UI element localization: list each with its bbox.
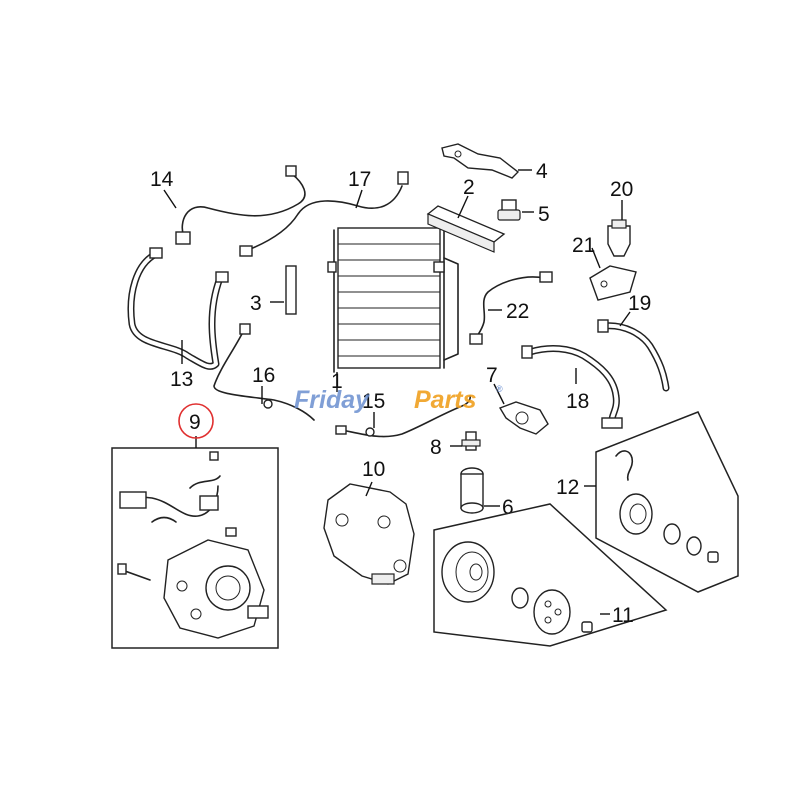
seal-strip bbox=[426, 205, 506, 253]
sensor-20 bbox=[607, 219, 631, 257]
watermark-mark: ® bbox=[496, 384, 503, 394]
hose-19 bbox=[597, 319, 670, 392]
callout-4: 4 bbox=[536, 160, 548, 183]
watermark-part1: Friday bbox=[294, 386, 370, 414]
callout-20: 20 bbox=[610, 178, 633, 201]
hose-13 bbox=[127, 247, 229, 370]
callout-10: 10 bbox=[362, 458, 385, 481]
watermark-part2: Parts bbox=[414, 386, 477, 414]
clutch-assembly-box bbox=[433, 503, 668, 647]
pipe-15 bbox=[335, 395, 471, 438]
callout-17: 17 bbox=[348, 168, 371, 191]
callout-9: 9 bbox=[189, 411, 201, 434]
highlight-circle-9 bbox=[178, 403, 214, 439]
compressor-bracket bbox=[323, 483, 415, 585]
valve-7 bbox=[498, 401, 549, 435]
callout-13: 13 bbox=[170, 368, 193, 391]
wire-harness-17 bbox=[239, 171, 409, 257]
callout-19: 19 bbox=[628, 292, 651, 315]
condenser bbox=[327, 225, 459, 373]
pipe-22 bbox=[469, 271, 553, 345]
watermark-logo: Friday Parts ® bbox=[294, 384, 503, 414]
cushion-rod bbox=[285, 265, 297, 315]
pipe-16 bbox=[213, 323, 315, 421]
callout-11: 11 bbox=[612, 604, 634, 627]
wire-harness-14 bbox=[175, 165, 306, 245]
callout-15: 15 bbox=[362, 390, 385, 413]
pressure-switch bbox=[461, 431, 481, 451]
callout-1: 1 bbox=[331, 370, 343, 393]
callout-18: 18 bbox=[566, 390, 589, 413]
compressor-assembly-box bbox=[111, 436, 279, 649]
callout-5: 5 bbox=[538, 203, 550, 226]
callout-22: 22 bbox=[506, 300, 529, 323]
callout-8: 8 bbox=[430, 436, 442, 459]
callout-12: 12 bbox=[556, 476, 579, 499]
callout-2: 2 bbox=[463, 176, 475, 199]
bracket bbox=[441, 143, 520, 179]
callout-16: 16 bbox=[252, 364, 275, 387]
receiver-drier bbox=[460, 467, 484, 514]
callout-6: 6 bbox=[502, 496, 514, 519]
callout-14: 14 bbox=[150, 168, 174, 191]
cap bbox=[497, 199, 521, 221]
callout-3: 3 bbox=[250, 292, 262, 315]
hose-18 bbox=[521, 345, 623, 429]
bracket-21 bbox=[589, 265, 637, 301]
clutch-coil-box bbox=[595, 411, 739, 593]
callout-21: 21 bbox=[572, 234, 595, 257]
callout-7: 7 bbox=[486, 364, 498, 387]
